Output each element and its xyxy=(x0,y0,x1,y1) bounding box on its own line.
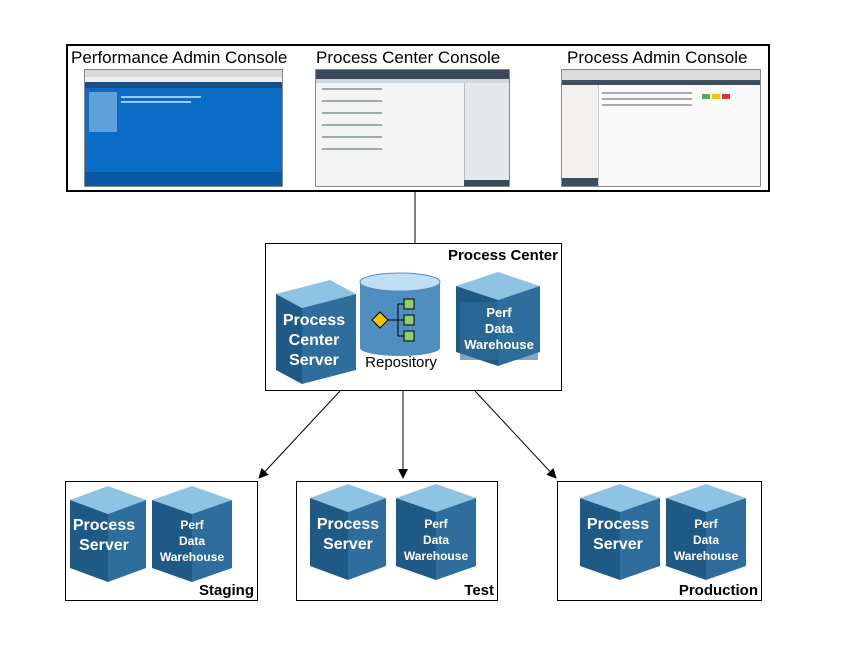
staging-pdw-cube: Perf Data Warehouse xyxy=(152,486,232,582)
test-pdw-line1: Perf xyxy=(424,517,448,531)
test-process-server-cube: Process Server xyxy=(310,484,386,580)
production-ps-line1: Process xyxy=(587,516,649,533)
production-ps-line2: Server xyxy=(593,536,643,553)
production-pdw-line1: Perf xyxy=(694,517,718,531)
square-icon xyxy=(403,330,415,342)
process-admin-console-label: Process Admin Console xyxy=(567,48,748,67)
staging-ps-line2: Server xyxy=(79,537,129,554)
square-icon xyxy=(403,298,415,310)
center-pdw-line1: Perf xyxy=(486,305,512,320)
process-center-screenshot xyxy=(315,69,510,187)
test-pdw-cube: Perf Data Warehouse xyxy=(396,484,476,580)
test-pdw-line3: Warehouse xyxy=(404,549,469,563)
production-pdw-line2: Data xyxy=(693,533,719,547)
diamond-icon xyxy=(371,311,389,329)
repository-cylinder xyxy=(359,272,441,356)
process-center-title: Process Center xyxy=(447,247,558,264)
staging-pdw-line1: Perf xyxy=(180,518,204,532)
pcs-line1: Process xyxy=(283,312,345,329)
arrow-to-staging xyxy=(258,390,341,479)
staging-pdw-line3: Warehouse xyxy=(160,550,225,564)
center-pdw-cube: Perf Data Warehouse xyxy=(456,272,540,366)
pcs-line3: Server xyxy=(289,352,339,369)
test-ps-line1: Process xyxy=(317,516,379,533)
performance-admin-console-label: Performance Admin Console xyxy=(71,48,288,67)
production-process-server-cube: Process Server xyxy=(580,484,660,580)
consoles-box: Performance Admin Console Process Center… xyxy=(66,44,770,192)
test-ps-line2: Server xyxy=(323,536,373,553)
staging-pdw-line2: Data xyxy=(179,534,205,548)
repository-label: Repository xyxy=(365,354,437,371)
process-admin-screenshot xyxy=(561,69,761,187)
test-pdw-line2: Data xyxy=(423,533,449,547)
arrow-to-production xyxy=(474,390,557,479)
production-pdw-cube: Perf Data Warehouse xyxy=(666,484,746,580)
staging-process-server-cube: Process Server xyxy=(70,486,146,582)
center-pdw-line2: Data xyxy=(485,321,514,336)
staging-label: Staging xyxy=(199,582,254,599)
production-pdw-line3: Warehouse xyxy=(674,549,739,563)
production-label: Production xyxy=(678,582,758,599)
process-center-console-label: Process Center Console xyxy=(316,48,501,67)
square-icon xyxy=(403,314,415,326)
pcs-line2: Center xyxy=(289,332,340,349)
process-center-server-cube: Process Center Server xyxy=(276,280,356,384)
center-pdw-line3: Warehouse xyxy=(464,337,534,352)
staging-ps-line1: Process xyxy=(73,517,135,534)
test-label: Test xyxy=(464,582,494,599)
performance-admin-screenshot xyxy=(84,69,283,187)
